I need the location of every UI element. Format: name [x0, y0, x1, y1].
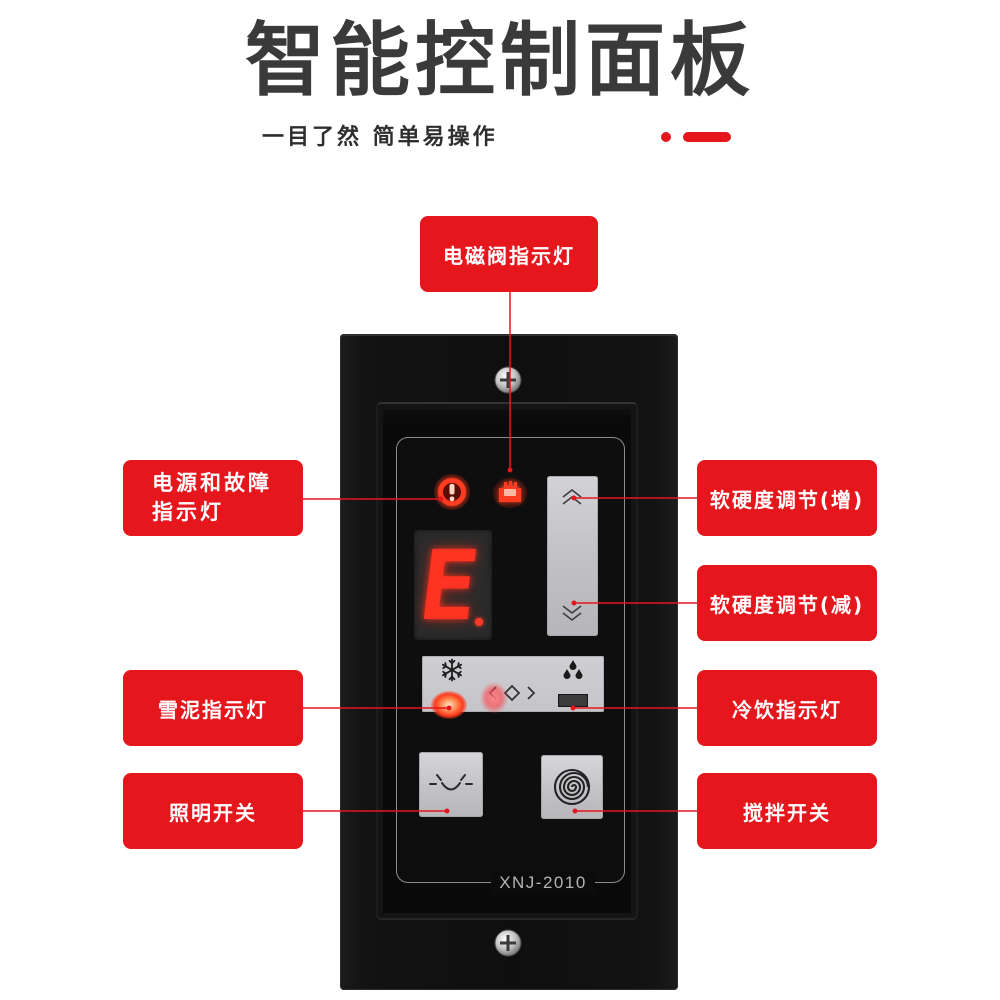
callout-label: 软硬度调节(减) [709, 592, 865, 617]
double-chevron-down-icon [562, 605, 582, 622]
callout-label: 搅拌开关 [743, 800, 831, 825]
spiral-icon [553, 768, 591, 806]
panel-frame: E [396, 437, 625, 894]
callout-label-line-1: 电源和故障 [152, 471, 272, 495]
snowflake-icon [442, 658, 463, 682]
display-value: E [414, 530, 485, 640]
hardness-adjust-pad [547, 476, 598, 636]
model-number: XNJ-2010 [491, 872, 595, 894]
callout-stir-switch: 搅拌开关 [697, 773, 877, 849]
seven-segment-display: E [414, 530, 492, 640]
control-panel: E [340, 334, 678, 990]
callout-slush: 雪泥指示灯 [123, 670, 303, 746]
screw-icon [494, 366, 522, 394]
callout-label: 冷饮指示灯 [732, 697, 842, 722]
panel-bezel: E [378, 404, 636, 918]
accent-bar [683, 132, 731, 142]
screw-icon [494, 929, 522, 957]
water-drops-icon [563, 660, 583, 679]
slush-indicator [431, 691, 467, 719]
stir-switch-button[interactable] [541, 755, 603, 819]
lamp-icon [429, 774, 473, 791]
solenoid-valve-icon [493, 478, 527, 508]
callout-solenoid-valve: 电磁阀指示灯 [420, 216, 598, 292]
page-title: 智能控制面板 [245, 14, 755, 107]
hardness-up-button[interactable] [547, 476, 598, 556]
led-reflection [480, 682, 508, 714]
page-subtitle: 一目了然 简单易操作 [262, 125, 498, 150]
callout-cold-drink: 冷饮指示灯 [697, 670, 877, 746]
callout-label: 电磁阀指示灯 [443, 243, 575, 268]
light-switch-button[interactable] [419, 752, 483, 817]
power-fault-icon [434, 474, 470, 510]
callout-label-line-2: 指示灯 [152, 500, 224, 524]
callout-label: 雪泥指示灯 [158, 697, 268, 722]
callout-label: 软硬度调节(增) [709, 487, 865, 512]
mode-select-button[interactable] [422, 656, 604, 719]
display-decimal-point [475, 618, 483, 626]
hardness-down-button[interactable] [547, 556, 598, 636]
callout-hardness-up: 软硬度调节(增) [697, 460, 877, 536]
callout-hardness-down: 软硬度调节(减) [697, 565, 877, 641]
cold-drink-indicator [558, 694, 588, 707]
callout-label: 照明开关 [169, 800, 257, 825]
double-chevron-up-icon [562, 488, 582, 505]
callout-light-switch: 照明开关 [123, 773, 303, 849]
callout-power-fault: 电源和故障 指示灯 [123, 460, 303, 536]
accent-dot [661, 132, 671, 142]
